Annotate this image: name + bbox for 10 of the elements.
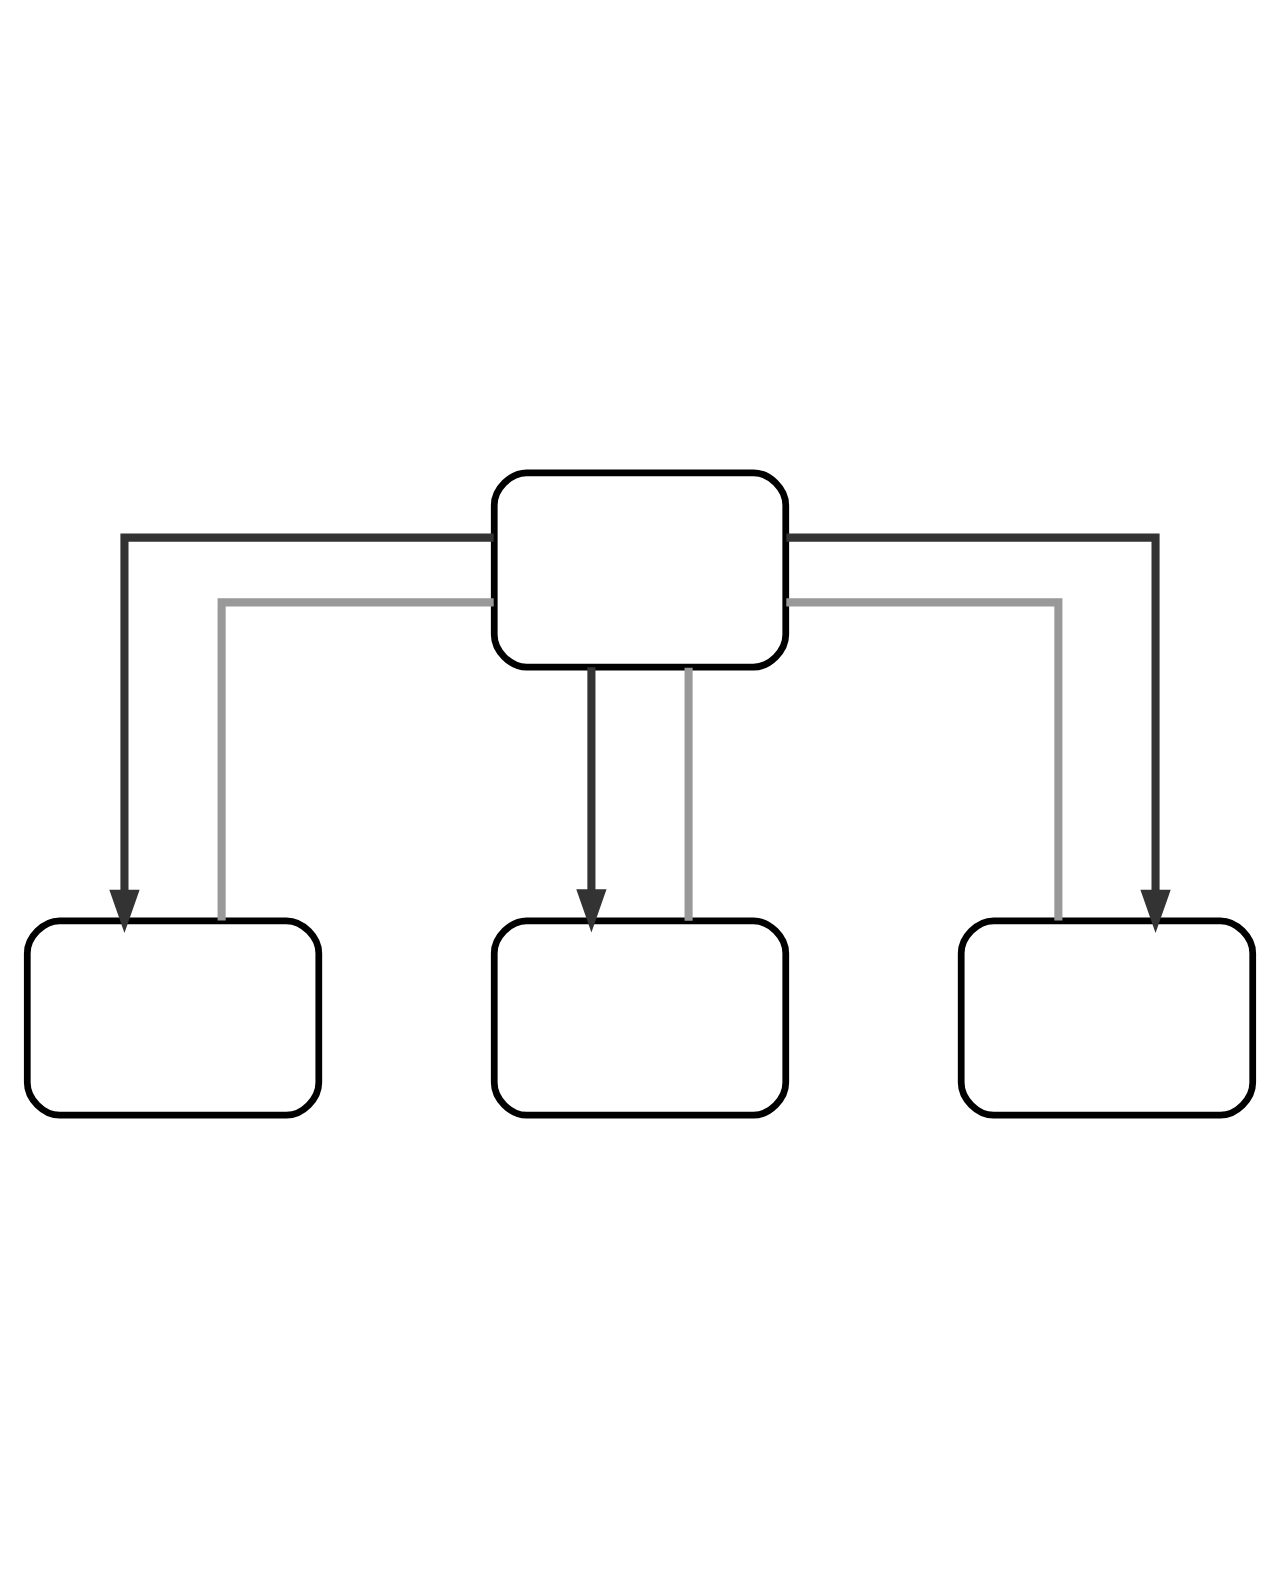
arrow xyxy=(786,533,1171,934)
connector xyxy=(786,598,1063,921)
node-box xyxy=(23,917,323,1119)
arrow xyxy=(109,533,494,934)
connector xyxy=(217,598,494,921)
node-box xyxy=(490,469,790,671)
arrow xyxy=(576,667,607,933)
connector xyxy=(684,667,693,921)
node-box xyxy=(490,917,790,1119)
node-box xyxy=(957,917,1257,1119)
